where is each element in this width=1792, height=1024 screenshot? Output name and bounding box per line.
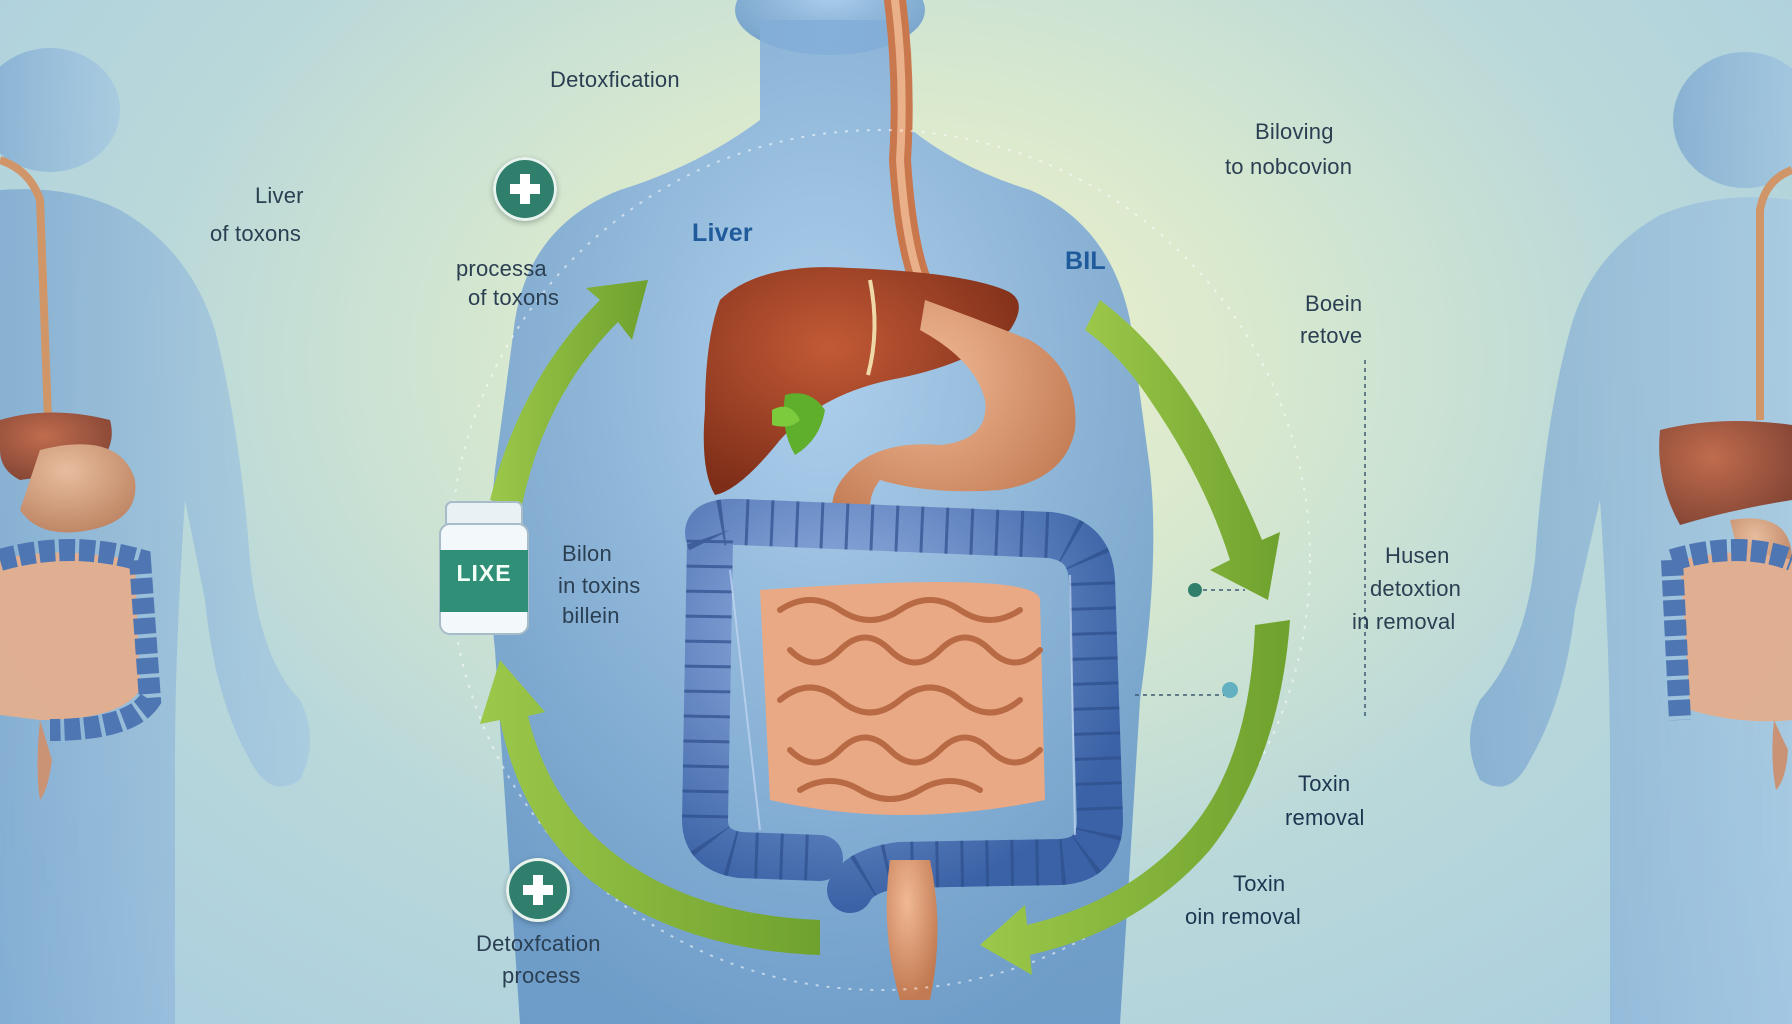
label-husen: Husen (1385, 543, 1450, 568)
label-removal-1: removal (1285, 805, 1365, 830)
right-figure (1470, 52, 1792, 1024)
stomach-organ (832, 300, 1076, 549)
small-intestine-organ (760, 582, 1045, 1000)
cycle-guide-ring (449, 129, 1311, 991)
colon-organ (681, 498, 1124, 913)
label-oin-removal: oin removal (1185, 904, 1301, 929)
label-in-removal: in removal (1352, 609, 1456, 634)
label-detoxtion: detoxtion (1370, 576, 1462, 601)
label-to-nobcovion: to nobcovion (1225, 154, 1353, 179)
marker-dot (1188, 583, 1202, 597)
label-in-toxins: in toxins (558, 573, 641, 598)
label-detoxfcation-bottom: Detoxfcation (476, 931, 601, 956)
connector-markers (1135, 360, 1366, 720)
label-bilon: Bilon (562, 541, 612, 566)
medical-plus-icon (506, 858, 570, 922)
label-toxin-1: Toxin (1298, 771, 1351, 796)
label-toxin-2: Toxin (1233, 871, 1286, 896)
supplement-jar-icon (439, 501, 529, 635)
cycle-arrows (480, 280, 1290, 975)
label-of-toxons-left: of toxons (210, 221, 302, 246)
label-liver-left: Liver (255, 183, 304, 208)
left-figure (0, 48, 310, 1024)
medical-plus-icon (493, 157, 557, 221)
label-detoxification-top: Detoxfication (550, 67, 680, 92)
marker-dot (1222, 682, 1238, 698)
label-liver-center: Liver (692, 219, 753, 247)
label-boein: Boein (1305, 291, 1363, 316)
label-of-toxons: of toxons (468, 285, 560, 310)
jar-label: LIXE (456, 560, 512, 586)
label-processa: processa (456, 256, 547, 281)
label-biloving: Biloving (1255, 119, 1334, 144)
label-process-bottom: process (502, 963, 581, 988)
label-retove: retove (1300, 323, 1363, 348)
label-bile: BIL (1065, 247, 1106, 275)
label-billein: billein (562, 603, 620, 628)
